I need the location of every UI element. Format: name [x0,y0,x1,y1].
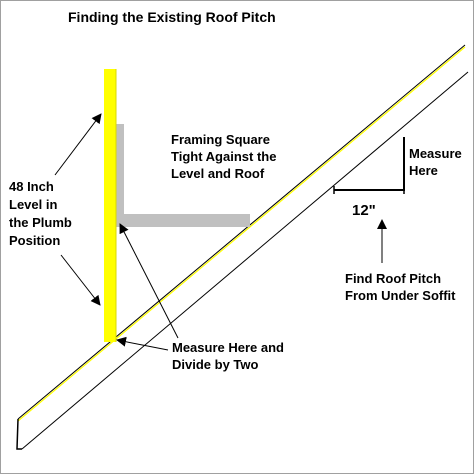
measure-here-label-line: Here [409,163,438,178]
rafter-end-cut [16,418,22,450]
arrow-to-square [119,223,179,339]
arrow-level-up [54,113,102,176]
framing-square-label-line: Tight Against the [171,149,277,164]
diagram-title: Finding the Existing Roof Pitch [68,9,276,25]
framing-square-label-line: Framing Square [171,132,270,147]
measure-divide-label-line: Measure Here and [172,340,284,355]
measure-divide-label-line: Divide by Two [172,357,259,372]
framing-square [116,124,250,227]
measure-here-label: Measure Here [409,145,462,179]
level-label: 48 Inch Level in the Plumb Position [9,178,72,250]
arrow-to-level-bottom [116,336,169,351]
measure-here-label-line: Measure [409,146,462,161]
level-label-line: Position [9,233,61,248]
roof-bottom-line [21,71,469,450]
level-label-line: the Plumb [9,215,72,230]
level-48-inch [104,69,116,342]
level-label-line: Level in [9,197,58,212]
find-pitch-label: Find Roof Pitch From Under Soffit [345,270,456,304]
pitch-triangle [334,137,405,191]
run-12-inch-label: 12" [352,202,376,219]
framing-square-label-line: Level and Roof [171,166,265,181]
find-pitch-label-line: Find Roof Pitch [345,271,442,286]
roof-top-line [17,44,466,420]
find-pitch-label-line: From Under Soffit [345,288,456,303]
measure-divide-label: Measure Here and Divide by Two [172,339,284,373]
level-label-line: 48 Inch [9,179,54,194]
roof-top-highlight [17,46,466,422]
arrow-level-down [60,254,101,306]
framing-square-label: Framing Square Tight Against the Level a… [171,131,276,182]
